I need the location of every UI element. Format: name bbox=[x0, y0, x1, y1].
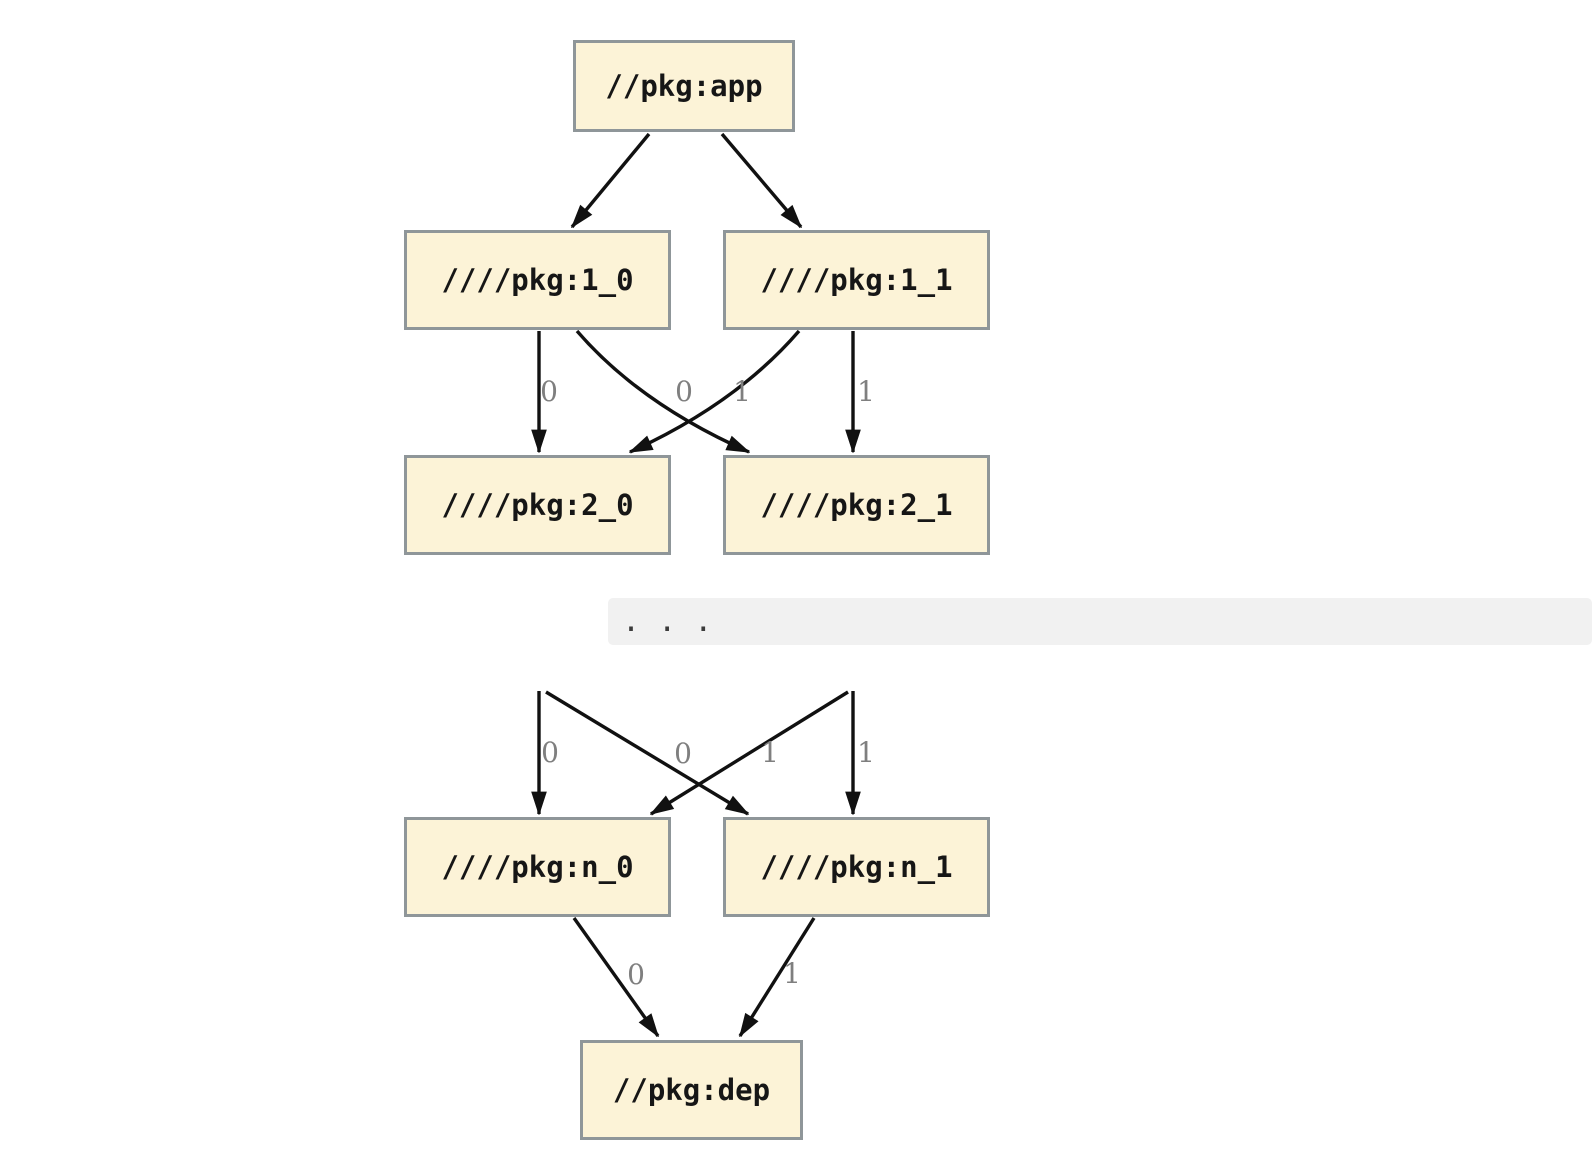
edge-label-src-left-to-n_0: 0 bbox=[541, 736, 559, 769]
edge-src-left-to-n_1 bbox=[545, 690, 748, 816]
edge-label-1_0-to-2_0: 0 bbox=[540, 375, 558, 408]
ellipsis-separator: . . . bbox=[608, 598, 1592, 645]
edge-1_1-to-2_0 bbox=[630, 329, 801, 454]
node-pkg-n_1: ////pkg:n_1 bbox=[723, 817, 990, 917]
edge-label-src-right-to-n_1: 1 bbox=[857, 736, 875, 769]
edge-label-n_1-to-dep: 1 bbox=[783, 957, 801, 990]
edge-n_1-to-dep bbox=[738, 917, 816, 1036]
edge-label-n_0-to-dep: 0 bbox=[627, 958, 645, 991]
node-pkg-2_0: ////pkg:2_0 bbox=[404, 455, 671, 555]
node-pkg-dep: //pkg:dep bbox=[580, 1040, 803, 1140]
edge-app-to-1_0 bbox=[570, 132, 651, 227]
node-pkg-n_0: ////pkg:n_0 bbox=[404, 817, 671, 917]
edge-1_0-to-2_1 bbox=[575, 329, 749, 454]
node-pkg-2_1: ////pkg:2_1 bbox=[723, 455, 990, 555]
node-pkg-1_0: ////pkg:1_0 bbox=[404, 230, 671, 330]
edge-n_0-to-dep bbox=[572, 917, 660, 1036]
edge-app-to-1_1 bbox=[720, 132, 803, 227]
edge-label-1_1-to-2_1: 1 bbox=[857, 375, 875, 408]
edge-label-1_0-to-2_1: 1 bbox=[733, 375, 751, 408]
edge-label-1_1-to-2_0: 0 bbox=[675, 375, 693, 408]
node-pkg-1_1: ////pkg:1_1 bbox=[723, 230, 990, 330]
edge-label-src-right-to-n_0: 0 bbox=[674, 737, 692, 770]
node-pkg-app: //pkg:app bbox=[573, 40, 795, 132]
edge-label-src-left-to-n_1: 1 bbox=[761, 736, 779, 769]
